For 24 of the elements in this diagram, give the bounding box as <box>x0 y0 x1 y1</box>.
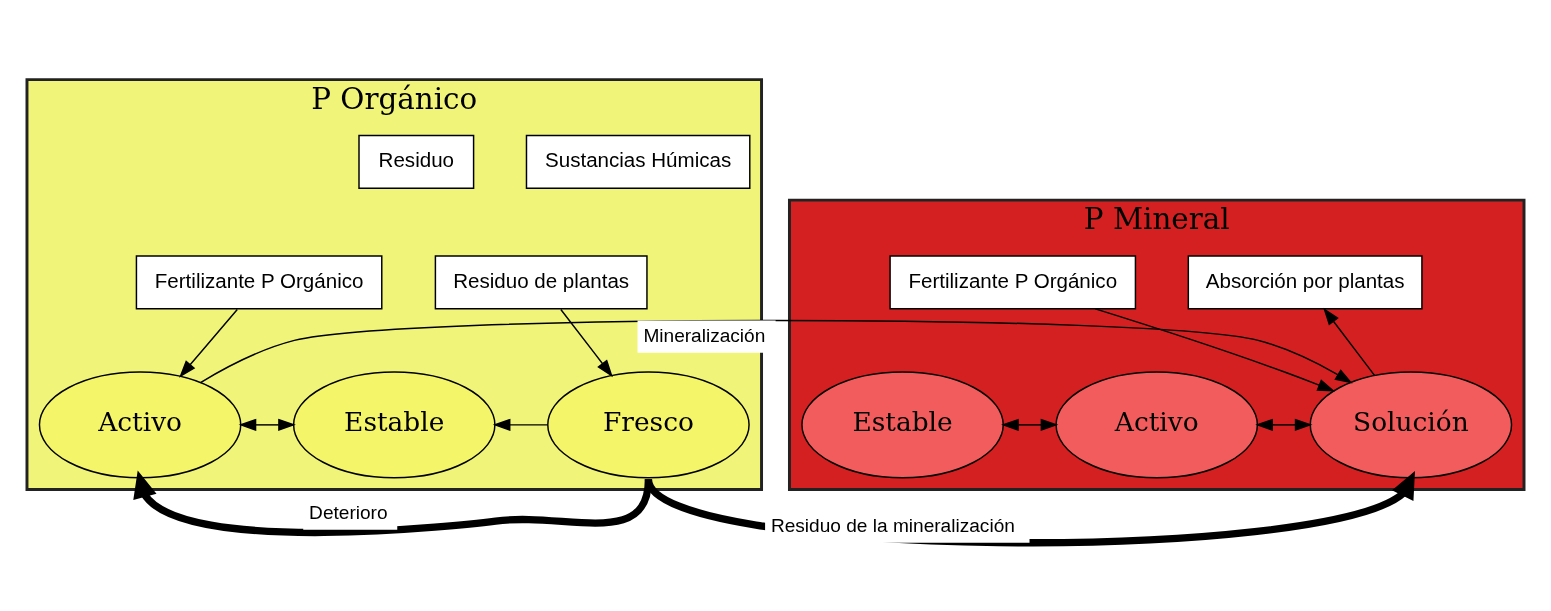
node-ellipse: Activo <box>38 371 242 479</box>
arrow <box>1001 418 1059 432</box>
node-ellipse: Fresco <box>547 371 750 479</box>
arrow <box>1323 307 1376 377</box>
arrow <box>492 418 549 432</box>
node-box: Residuo <box>358 134 475 190</box>
node-ellipse: Estable <box>292 371 496 479</box>
arrow <box>179 308 238 378</box>
node-ellipse: Activo <box>1055 371 1259 479</box>
node-box: Fertilizante P Orgánico <box>135 255 383 310</box>
node-box: Absorción por plantas <box>1187 255 1423 310</box>
node-ellipse: Estable <box>801 371 1004 479</box>
edge-label: Residuo de la mineralización <box>770 514 1015 536</box>
edge-label: Deterioro <box>309 501 388 523</box>
arrow <box>238 418 296 432</box>
arrow <box>1255 418 1313 432</box>
edge-label: Mineralización <box>643 324 766 346</box>
arrow <box>645 471 1415 547</box>
node-box: Fertilizante P Orgánico <box>889 255 1137 310</box>
node-box: Sustancias Húmicas <box>525 134 751 190</box>
arrow <box>560 308 613 378</box>
arrow <box>133 470 653 537</box>
node-box: Residuo de plantas <box>434 255 648 310</box>
arrow <box>1094 308 1336 392</box>
